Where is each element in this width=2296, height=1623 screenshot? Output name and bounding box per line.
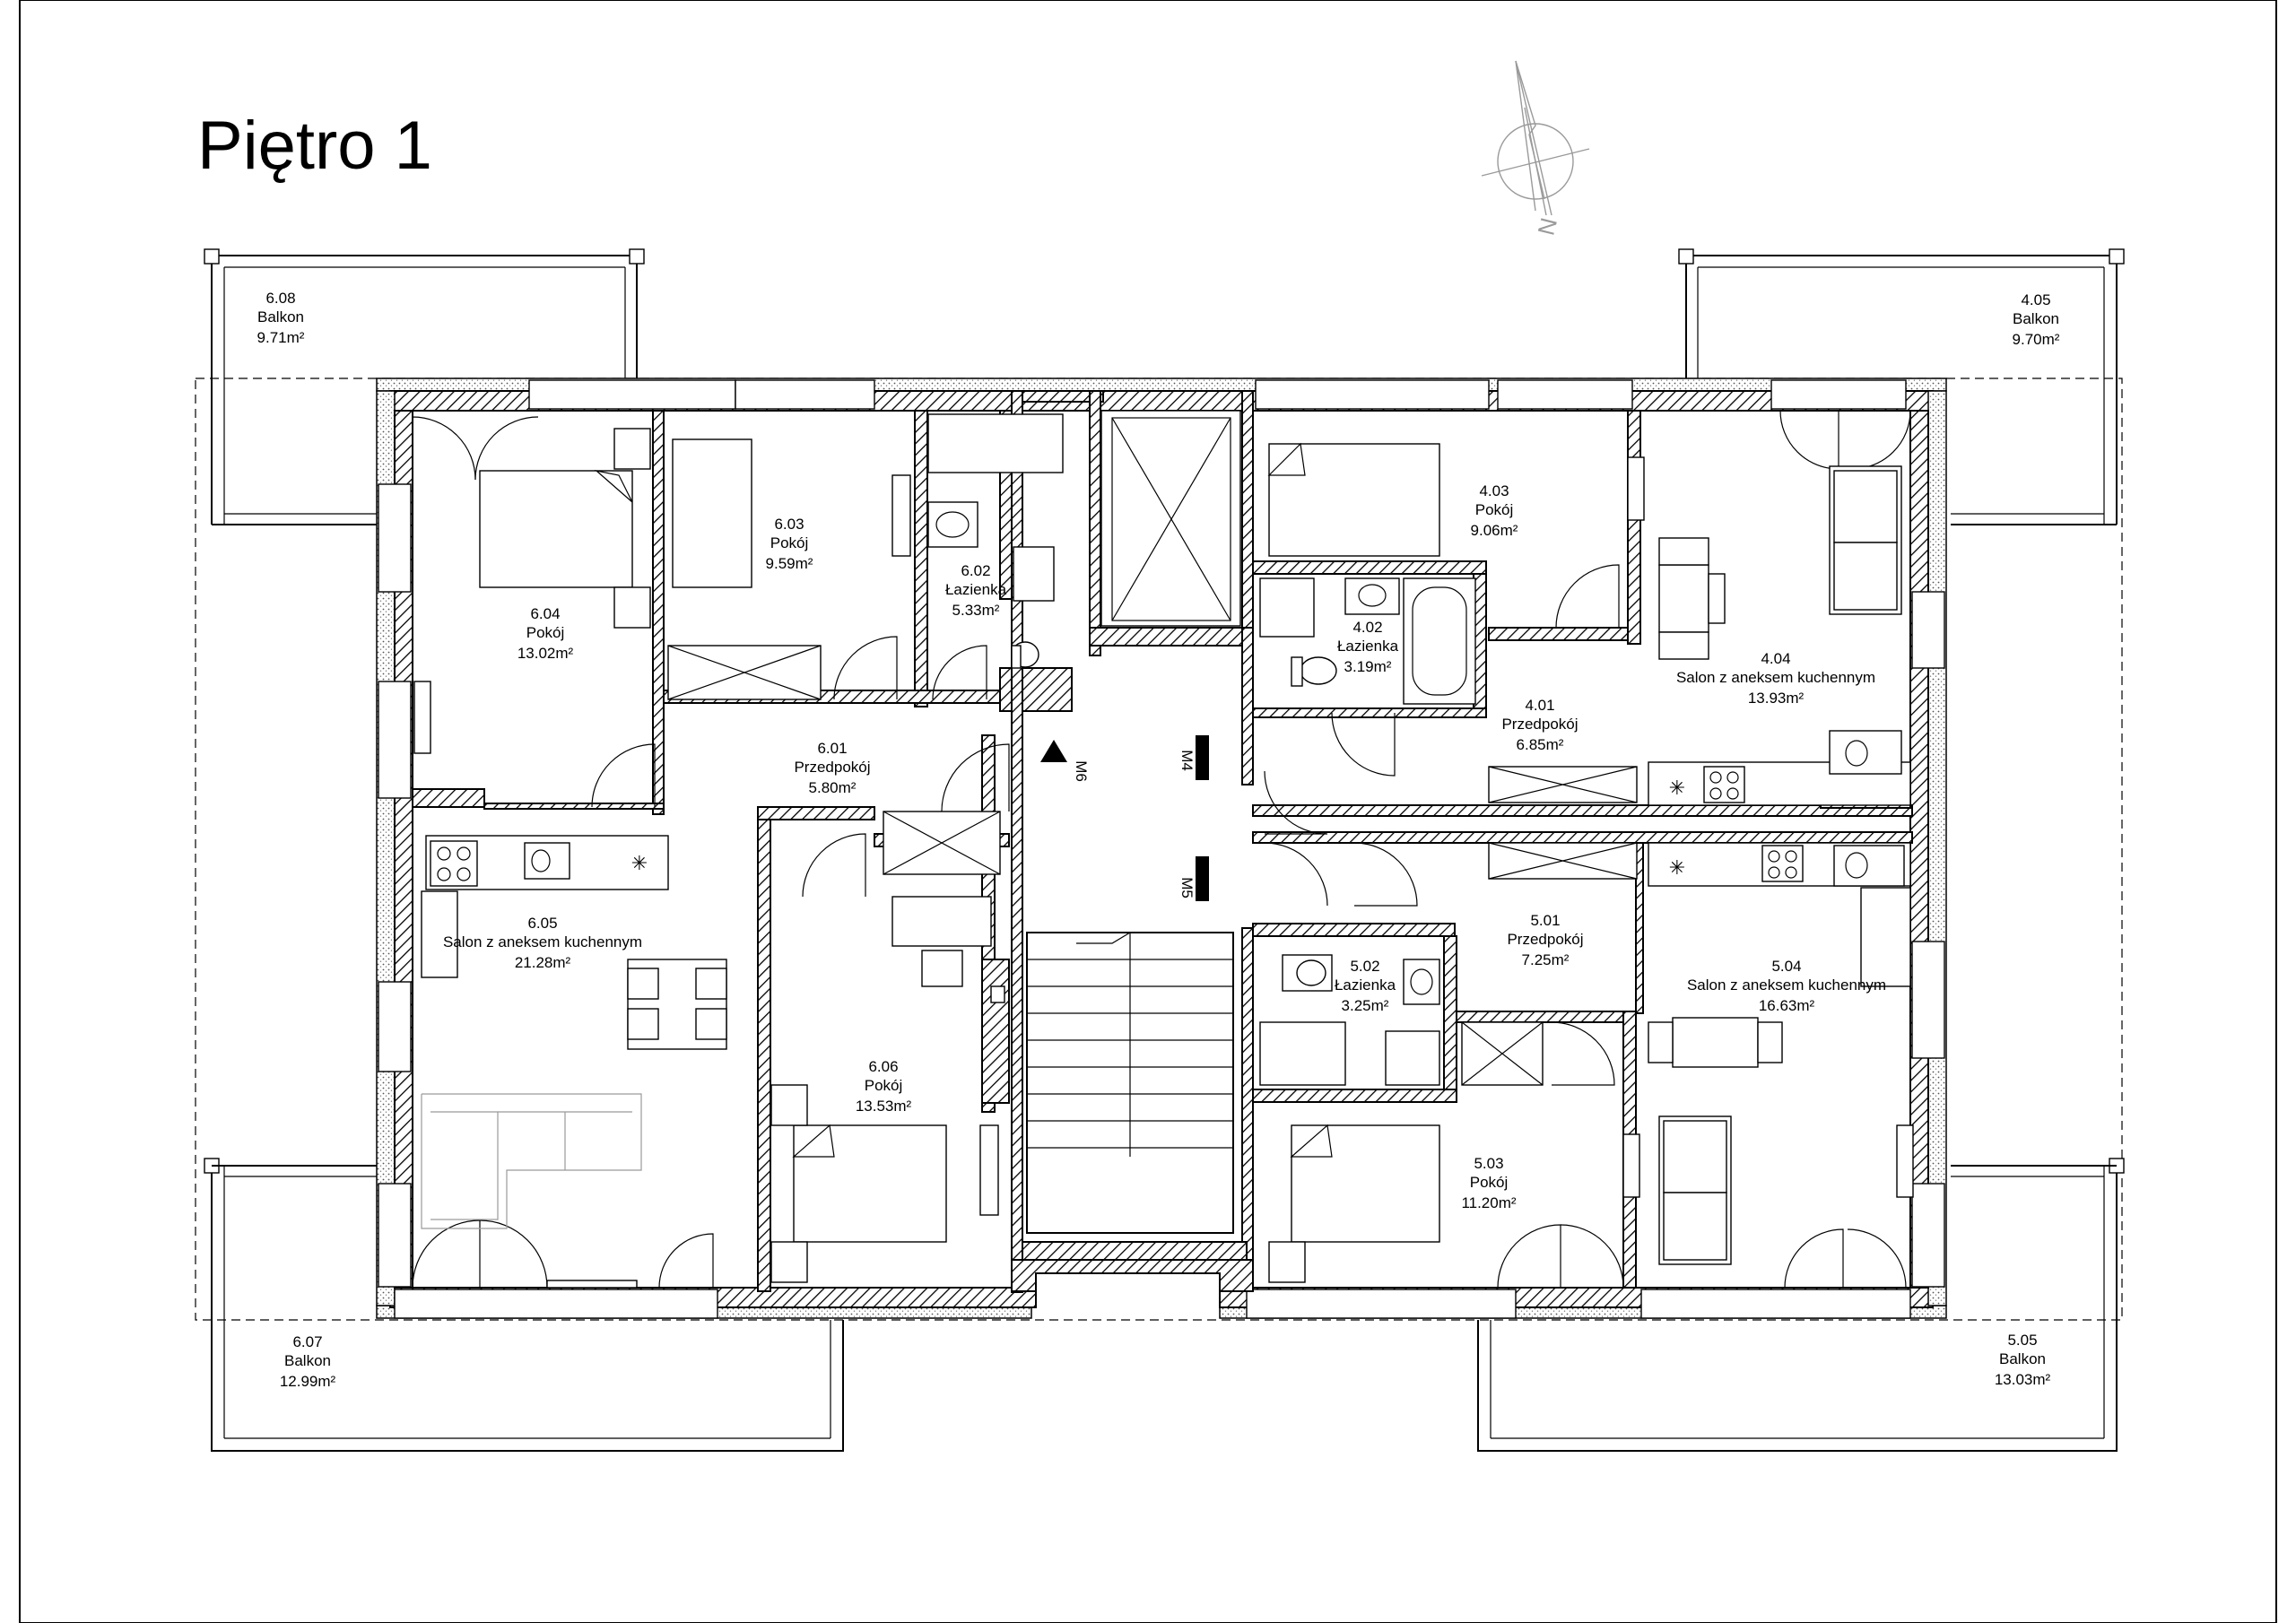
sheet-border	[19, 0, 2277, 1623]
svg-text:4.04: 4.04	[1761, 650, 1790, 667]
svg-text:6.03: 6.03	[774, 516, 804, 533]
svg-text:13.93m²: 13.93m²	[1748, 690, 1805, 707]
page-title: Piętro 1	[197, 108, 432, 184]
room-label-4-05: 4.05 Balkon 9.70m²	[2013, 291, 2060, 348]
svg-text:6.85m²: 6.85m²	[1517, 736, 1564, 753]
svg-text:Przedpokój: Przedpokój	[794, 759, 870, 776]
svg-text:Balkon: Balkon	[1999, 1350, 2046, 1367]
doors	[412, 410, 1911, 1289]
svg-text:6.08: 6.08	[265, 290, 295, 307]
svg-text:6.01: 6.01	[817, 740, 847, 757]
svg-text:6.07: 6.07	[292, 1333, 322, 1350]
svg-text:Pokój: Pokój	[526, 624, 565, 641]
room-labels: 6.08 Balkon 9.71m² 4.05 Balkon 9.70m² 6.…	[257, 290, 2060, 1390]
svg-text:Salon z aneksem kuchennym: Salon z aneksem kuchennym	[443, 933, 642, 950]
entry-arrow-m4: M4	[1178, 735, 1209, 780]
svg-text:4.05: 4.05	[2021, 291, 2050, 308]
balcony-6-07	[204, 1158, 844, 1452]
svg-text:21.28m²: 21.28m²	[515, 954, 571, 971]
svg-text:Łazienka: Łazienka	[1335, 976, 1396, 994]
north-arrow-icon: N	[1481, 60, 1590, 238]
svg-text:Łazienka: Łazienka	[1337, 638, 1399, 655]
windows	[378, 379, 1945, 1319]
svg-text:Pokój: Pokój	[1475, 501, 1514, 518]
balcony-6-08	[204, 248, 645, 525]
svg-text:Salon z aneksem kuchennym: Salon z aneksem kuchennym	[1676, 669, 1875, 686]
svg-text:✳: ✳	[1669, 777, 1685, 800]
entry-label-m5: M5	[1178, 877, 1196, 898]
room-label-6-03: 6.03 Pokój 9.59m²	[766, 516, 813, 572]
svg-text:16.63m²: 16.63m²	[1759, 997, 1815, 1014]
svg-text:5.03: 5.03	[1474, 1155, 1503, 1172]
furniture: ✳	[413, 413, 1914, 1289]
svg-text:Salon z aneksem kuchennym: Salon z aneksem kuchennym	[1687, 976, 1886, 994]
room-label-5-04: 5.04 Salon z aneksem kuchennym 16.63m²	[1687, 958, 1886, 1014]
entry-arrow-m6: M6	[1040, 740, 1090, 782]
svg-text:13.53m²: 13.53m²	[856, 1098, 912, 1115]
entry-label-m6: M6	[1073, 760, 1090, 782]
svg-text:✳: ✳	[1669, 857, 1685, 880]
balcony-5-05	[1477, 1158, 2125, 1452]
svg-text:5.33m²: 5.33m²	[952, 602, 1000, 619]
svg-text:9.70m²: 9.70m²	[2013, 331, 2060, 348]
staircase	[1026, 932, 1234, 1234]
room-label-5-02: 5.02 Łazienka 3.25m²	[1335, 958, 1396, 1014]
svg-text:4.02: 4.02	[1352, 619, 1382, 636]
svg-text:6.02: 6.02	[961, 562, 990, 579]
svg-text:5.80m²: 5.80m²	[809, 779, 857, 796]
room-label-6-07: 6.07 Balkon 12.99m²	[280, 1333, 336, 1390]
room-label-6-06: 6.06 Pokój 13.53m²	[856, 1058, 912, 1115]
svg-text:5.01: 5.01	[1530, 912, 1560, 929]
room-label-4-02: 4.02 Łazienka 3.19m²	[1337, 619, 1399, 675]
room-label-5-03: 5.03 Pokój 11.20m²	[1461, 1155, 1516, 1211]
svg-text:6.04: 6.04	[530, 605, 560, 622]
room-label-6-05: 6.05 Salon z aneksem kuchennym 21.28m²	[443, 915, 642, 971]
svg-text:3.25m²: 3.25m²	[1342, 997, 1389, 1014]
svg-text:Balkon: Balkon	[284, 1352, 331, 1369]
north-label: N	[1532, 215, 1562, 238]
room-label-4-04: 4.04 Salon z aneksem kuchennym 13.93m²	[1676, 650, 1875, 707]
svg-text:5.02: 5.02	[1350, 958, 1379, 975]
svg-text:11.20m²: 11.20m²	[1461, 1194, 1516, 1211]
svg-text:Balkon: Balkon	[2013, 310, 2059, 327]
svg-text:Przedpokój: Przedpokój	[1507, 931, 1583, 948]
room-label-6-08: 6.08 Balkon 9.71m²	[257, 290, 305, 346]
svg-text:3.19m²: 3.19m²	[1344, 658, 1392, 675]
entry-arrow-m5: M5	[1178, 856, 1209, 901]
room-label-4-03: 4.03 Pokój 9.06m²	[1471, 482, 1518, 539]
room-label-5-05: 5.05 Balkon 13.03m²	[1995, 1332, 2051, 1388]
svg-text:9.59m²: 9.59m²	[766, 555, 813, 572]
svg-text:7.25m²: 7.25m²	[1522, 951, 1570, 968]
svg-text:6.05: 6.05	[527, 915, 557, 932]
room-label-5-01: 5.01 Przedpokój 7.25m²	[1507, 912, 1583, 968]
svg-text:4.01: 4.01	[1525, 697, 1554, 714]
svg-text:9.06m²: 9.06m²	[1471, 522, 1518, 539]
svg-text:Łazienka: Łazienka	[945, 581, 1007, 598]
svg-text:13.03m²: 13.03m²	[1995, 1371, 2051, 1388]
room-label-6-01: 6.01 Przedpokój 5.80m²	[794, 740, 870, 796]
svg-text:Pokój: Pokój	[770, 534, 809, 551]
svg-text:Przedpokój: Przedpokój	[1501, 716, 1578, 733]
svg-text:6.06: 6.06	[868, 1058, 898, 1075]
svg-text:5.04: 5.04	[1771, 958, 1801, 975]
svg-text:12.99m²: 12.99m²	[280, 1373, 336, 1390]
balcony-4-05	[1678, 248, 2125, 525]
svg-text:5.05: 5.05	[2007, 1332, 2037, 1349]
entry-label-m4: M4	[1178, 750, 1196, 771]
svg-text:9.71m²: 9.71m²	[257, 329, 305, 346]
svg-text:4.03: 4.03	[1479, 482, 1509, 499]
room-label-4-01: 4.01 Przedpokój 6.85m²	[1501, 697, 1578, 753]
room-label-6-04: 6.04 Pokój 13.02m²	[517, 605, 574, 662]
svg-text:Pokój: Pokój	[865, 1077, 903, 1094]
svg-text:13.02m²: 13.02m²	[517, 645, 574, 662]
svg-text:Balkon: Balkon	[257, 308, 304, 325]
svg-text:✳: ✳	[631, 853, 648, 875]
lift-shaft	[1100, 410, 1241, 627]
room-label-6-02: 6.02 Łazienka 5.33m²	[945, 562, 1007, 619]
svg-text:Pokój: Pokój	[1470, 1174, 1509, 1191]
